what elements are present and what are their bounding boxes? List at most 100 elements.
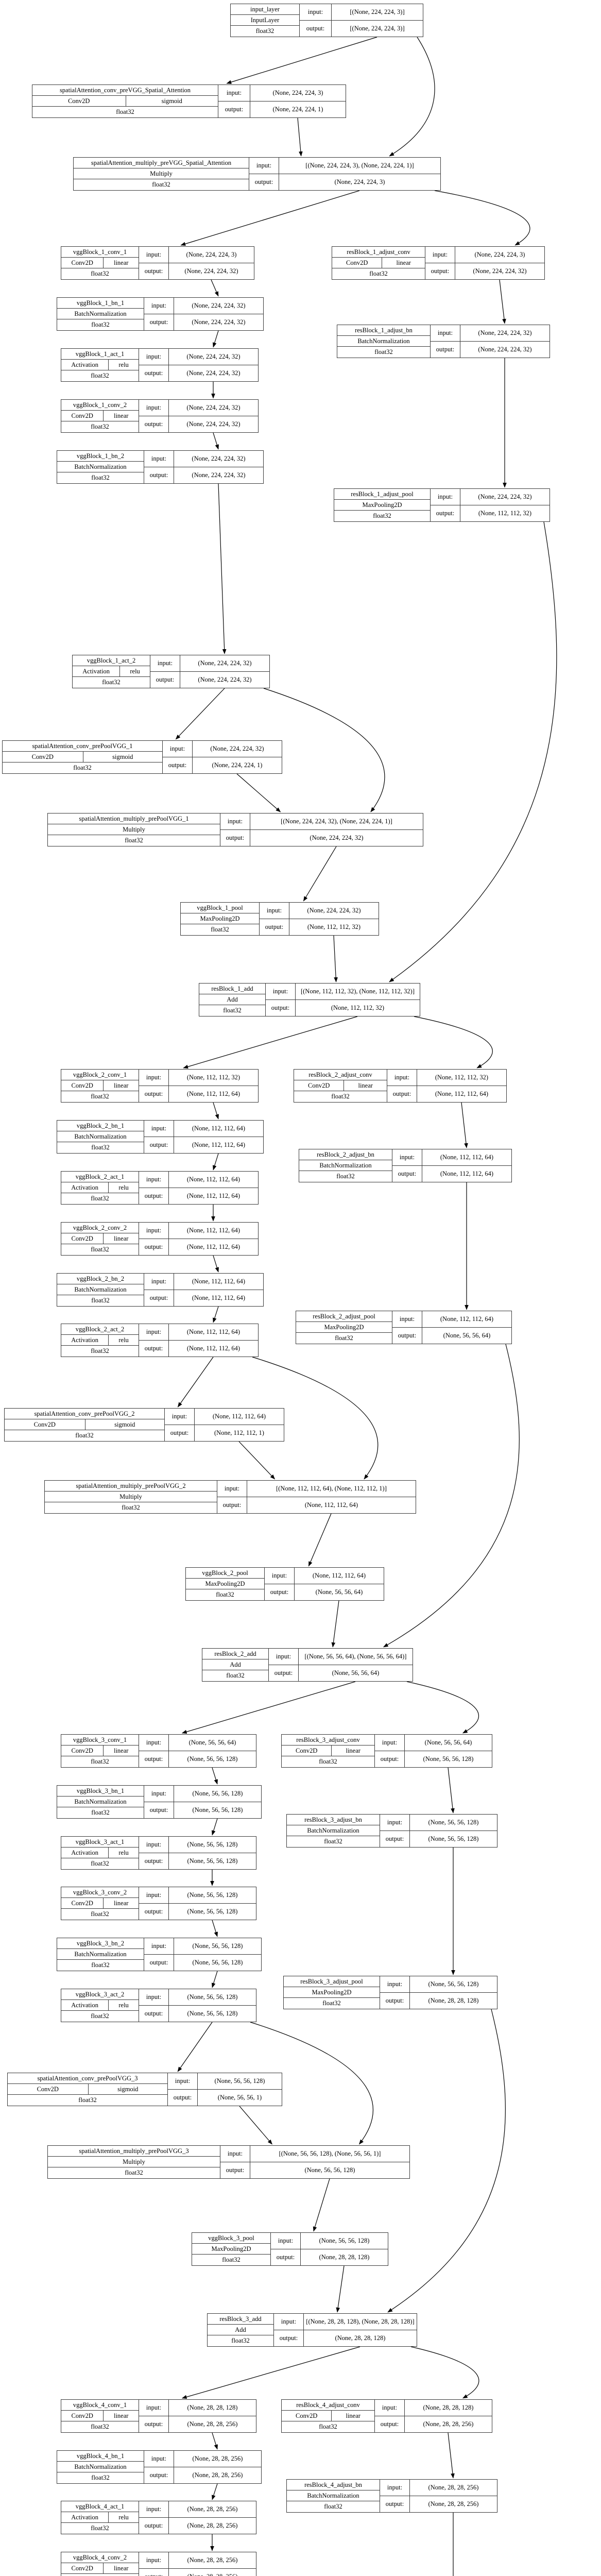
io-label-output: output:: [139, 2006, 169, 2022]
layer-activation: linear: [113, 1081, 129, 1089]
layer-type: Conv2D: [61, 1745, 104, 1756]
io-row-output: output:(None, 28, 28, 256): [139, 2569, 256, 2576]
node-io: input:[(None, 224, 224, 32), (None, 224,…: [220, 814, 423, 846]
layer-type: MaxPooling2D: [192, 2244, 270, 2255]
io-shape-input: (None, 112, 112, 64): [312, 1572, 366, 1579]
io-label-output: output:: [139, 2569, 169, 2576]
io-row-output: output:(None, 56, 56, 128): [144, 1802, 261, 1818]
io-shape-output: (None, 56, 56, 128): [187, 2010, 238, 2017]
edge-n36-to-n37: [212, 1971, 218, 1988]
layer-dtype: float32: [152, 181, 170, 189]
layer-dtype: float32: [73, 764, 92, 772]
layer-dtype: float32: [116, 108, 134, 116]
io-label-input: input:: [218, 85, 250, 101]
io-shape-input: (None, 56, 56, 128): [192, 1942, 243, 1950]
io-shape-output: (None, 28, 28, 256): [187, 2420, 238, 2428]
io-label-output: output:: [260, 919, 289, 935]
layer-node-spatialAttention_multiply_preVGG_Spatial_Attention[interactable]: spatialAttention_multiply_preVGG_Spatial…: [73, 157, 441, 191]
edge-n27-to-n28: [331, 1600, 339, 1648]
layer-node-vggBlock_4_conv_2[interactable]: vggBlock_4_conv_2Conv2Dlinearfloat32inpu…: [61, 2552, 256, 2576]
layer-dtype: float32: [61, 2574, 139, 2576]
edge-n17-to-n19: [461, 1102, 468, 1148]
layer-dtype: float32: [91, 1297, 110, 1304]
layer-dtype: float32: [78, 2096, 97, 2104]
layer-activation: relu: [118, 1849, 129, 1856]
layer-activation: linear: [113, 2412, 129, 2419]
io-label-output: output:: [392, 1328, 422, 1344]
io-row-input: input:(None, 28, 28, 256): [144, 2451, 261, 2467]
io-row-input: input:(None, 224, 224, 32): [150, 655, 269, 672]
io-shape-output: (None, 112, 112, 32): [307, 923, 361, 930]
edge-n37-to-n38: [177, 2022, 213, 2072]
node-meta: spatialAttention_conv_preVGG_Spatial_Att…: [32, 85, 218, 117]
io-label-output: output:: [220, 2162, 250, 2178]
layer-type: Multiply: [45, 1492, 217, 1503]
edge-n29-to-n31: [212, 1767, 218, 1785]
io-row-input: input:[(None, 56, 56, 128), (None, 56, 5…: [220, 2146, 409, 2162]
layer-node-spatialAttention_conv_preVGG_Spatial_Attention[interactable]: spatialAttention_conv_preVGG_Spatial_Att…: [32, 84, 346, 118]
io-row-output: output:(None, 28, 28, 256): [144, 2467, 261, 2483]
io-row-input: input:(None, 112, 112, 64): [265, 1568, 384, 1584]
layer-name: vggBlock_3_conv_2: [61, 1887, 139, 1899]
io-shape-output: (None, 112, 112, 32): [331, 1004, 385, 1011]
layer-dtype: float32: [91, 1809, 110, 1817]
io-shape-output: (None, 28, 28, 256): [428, 2500, 479, 2507]
io-shape-output: (None, 28, 28, 128): [335, 2334, 386, 2342]
layer-dtype: float32: [369, 270, 388, 278]
io-label-output: output:: [165, 1425, 195, 1441]
layer-dtype: float32: [231, 2337, 250, 2345]
layer-type: Activation: [61, 1182, 109, 1193]
layer-activation: relu: [118, 2513, 129, 2521]
